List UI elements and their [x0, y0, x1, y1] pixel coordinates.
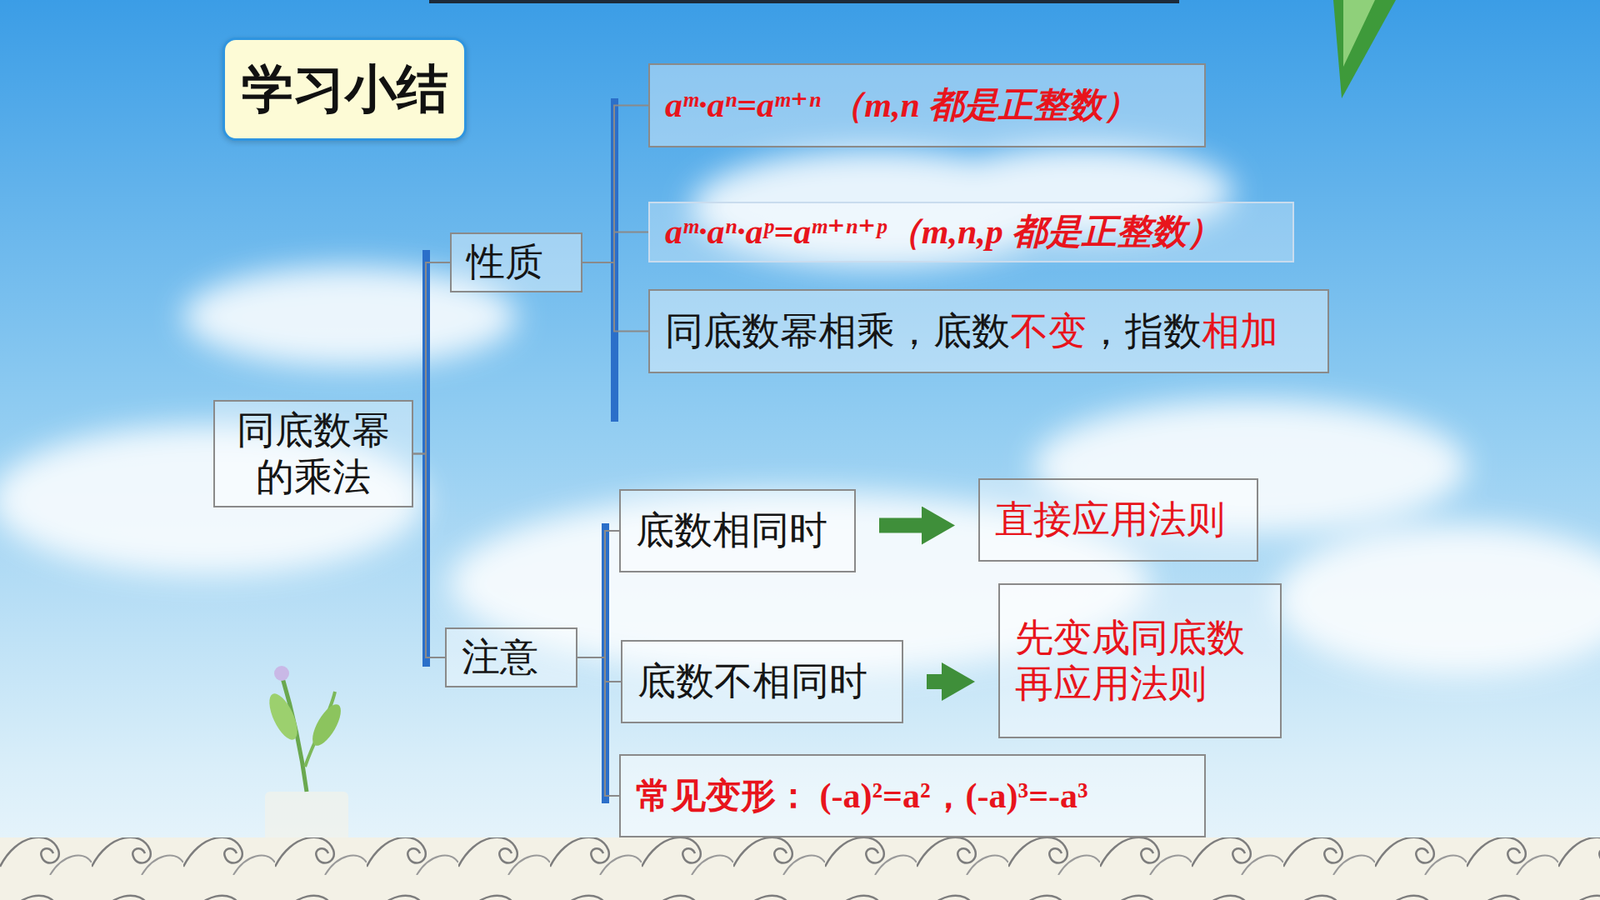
wave-pattern: [0, 837, 1600, 900]
node-text: 不变: [1010, 308, 1087, 355]
concept-box: 直接应用法则: [978, 478, 1259, 562]
concept-box: 注意: [445, 627, 578, 688]
bracket-connector: [582, 105, 649, 264]
clouds: [0, 145, 1600, 675]
concept-box: 同底数幂 的乘法: [213, 400, 414, 508]
bracket-connector: [413, 454, 445, 659]
node-text: 直接应用法则: [995, 496, 1225, 543]
bracket-bars: [422, 98, 619, 804]
top-bar: [429, 0, 1180, 4]
leaf: [1333, 0, 1396, 99]
concept-box: 先变成同底数 再应用法则: [998, 583, 1282, 739]
node-text: 底数不相同时: [637, 658, 868, 705]
bracket-connector: [577, 657, 620, 796]
leaf: [1343, 0, 1375, 67]
wave-band: [0, 837, 1600, 900]
plant-flower: [274, 665, 290, 681]
plant-leaf: [306, 700, 346, 750]
node-text: 同底数幂相乘，底数: [665, 308, 1010, 355]
bracket-connector: [413, 262, 450, 455]
concept-box: aᵐ·aⁿ·aᵖ=aᵐ⁺ⁿ⁺ᵖ（m,n,p 都是正整数）: [648, 201, 1295, 263]
block-arrow: [926, 674, 942, 690]
node-text: aᵐ·aⁿ·aᵖ=aᵐ⁺ⁿ⁺ᵖ（m,n,p 都是正整数）: [665, 210, 1222, 253]
node-text: aᵐ·aⁿ=aᵐ⁺ⁿ （m,n 都是正整数）: [665, 84, 1139, 126]
node-text: 同底数幂 的乘法: [230, 407, 397, 500]
concept-box: aᵐ·aⁿ=aᵐ⁺ⁿ （m,n 都是正整数）: [648, 63, 1206, 148]
node-text: ，指数: [1086, 308, 1202, 355]
concept-box: 常见变形： (-a)²=a²，(-a)³=-a³: [619, 754, 1206, 838]
concept-box: 底数不相同时: [620, 640, 904, 724]
bracket-connector: [577, 657, 621, 682]
plant-pot: [265, 791, 349, 842]
concept-box: 性质: [450, 232, 583, 293]
title-box: 学习小结: [222, 37, 467, 141]
cloud: [1275, 525, 1600, 675]
bracket-connector: [582, 262, 649, 332]
node-text: 底数相同时: [635, 507, 828, 554]
node-text: 先变成同底数 再应用法则: [1015, 615, 1265, 707]
title-text: 学习小结: [241, 54, 449, 125]
node-text: 常见变形： (-a)²=a²，(-a)³=-a³: [635, 775, 1089, 817]
bracket-connector: [577, 530, 620, 658]
bracket-connector: [582, 232, 649, 264]
node-text: 性质: [466, 239, 544, 285]
node-text: 相加: [1201, 308, 1279, 355]
block-arrow: [879, 518, 922, 534]
concept-box: 底数相同时: [619, 489, 856, 573]
plant: [263, 665, 349, 842]
concept-box: 同底数幂相乘，底数不变，指数相加: [648, 289, 1330, 374]
plant-leaf: [263, 690, 303, 745]
node-text: 注意: [461, 634, 539, 680]
